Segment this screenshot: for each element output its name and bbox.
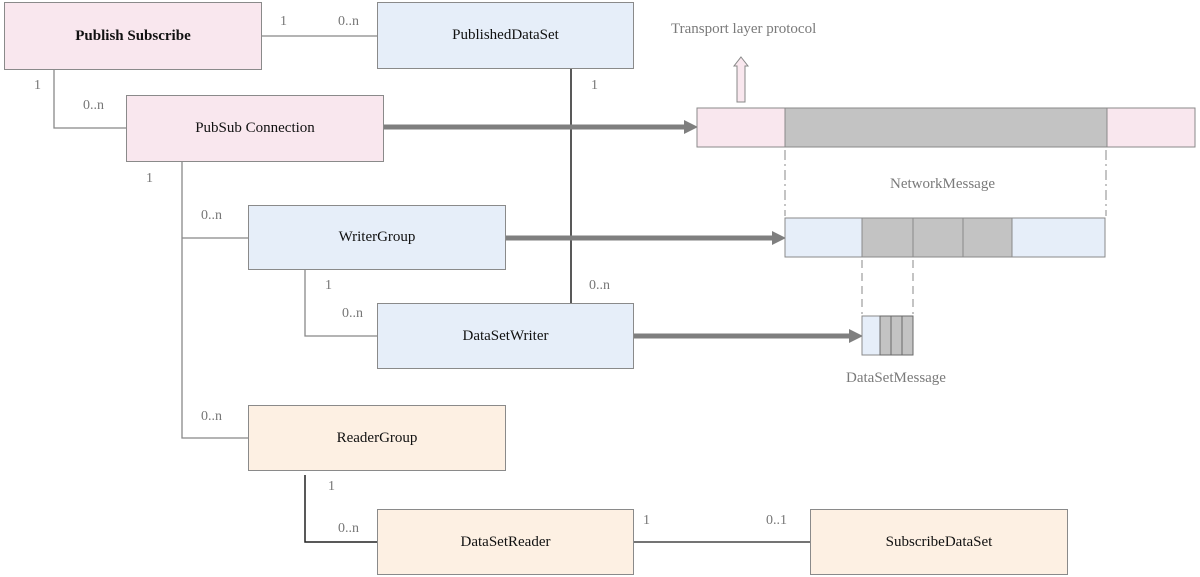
group-header-segment [784, 217, 863, 258]
mult-reader-group: 0..n [201, 409, 222, 424]
wg-arrow-head [772, 231, 786, 245]
group-dataset-segment-2 [912, 217, 964, 258]
data-set-writer-box: DataSetWriter [377, 303, 634, 369]
subscribe-data-set-box: SubscribeDataSet [810, 509, 1068, 575]
reader-group-box: ReaderGroup [248, 405, 506, 471]
mult-ps-to-conn-bottom: 0..n [83, 98, 104, 113]
network-header-segment [696, 107, 786, 148]
ps-to-conn-line [53, 70, 126, 129]
dataset-field-3 [901, 315, 914, 356]
transport-layer-caption: Transport layer protocol [671, 21, 817, 37]
group-trailer-segment [1011, 217, 1106, 258]
conn-trunk-line [181, 162, 248, 439]
dataset-field-1 [879, 315, 892, 356]
writer-group-box: WriterGroup [248, 205, 506, 270]
transport-up-arrow [732, 56, 750, 103]
publish-subscribe-box: Publish Subscribe [4, 2, 262, 70]
mult-reader-group-down: 1 [328, 479, 335, 494]
network-payload-segment [784, 107, 1108, 148]
writer-arrow-head [849, 329, 863, 343]
mult-reader-to-sds-left: 1 [643, 513, 650, 528]
network-message-caption: NetworkMessage [890, 176, 995, 192]
dataset-header-segment [861, 315, 881, 356]
group-dataset-segment-3 [962, 217, 1013, 258]
network-trailer-segment [1106, 107, 1196, 148]
conn-arrow-head [684, 120, 698, 134]
mult-conn-down: 1 [146, 171, 153, 186]
published-data-set-box: PublishedDataSet [377, 2, 634, 69]
mult-writer-group: 0..n [201, 208, 222, 223]
mult-writer-left: 0..n [342, 306, 363, 321]
mult-ps-to-conn-top: 1 [34, 78, 41, 93]
data-set-reader-box: DataSetReader [377, 509, 634, 575]
dataset-field-2 [890, 315, 903, 356]
wg-to-writer-line [304, 270, 377, 337]
mult-pds-down: 1 [591, 78, 598, 93]
group-dataset-segment-1 [861, 217, 914, 258]
mult-ps-to-pds-right: 0..n [338, 14, 359, 29]
mult-writer-group-down: 1 [325, 278, 332, 293]
mult-reader-to-sds-right: 0..1 [766, 513, 787, 528]
mult-ps-to-pds-left: 1 [280, 14, 287, 29]
pubsub-connection-box: PubSub Connection [126, 95, 384, 162]
mult-reader-left: 0..n [338, 521, 359, 536]
mult-writer-top: 0..n [589, 278, 610, 293]
dataset-message-caption: DataSetMessage [846, 370, 946, 386]
rg-to-reader-line [304, 475, 377, 543]
